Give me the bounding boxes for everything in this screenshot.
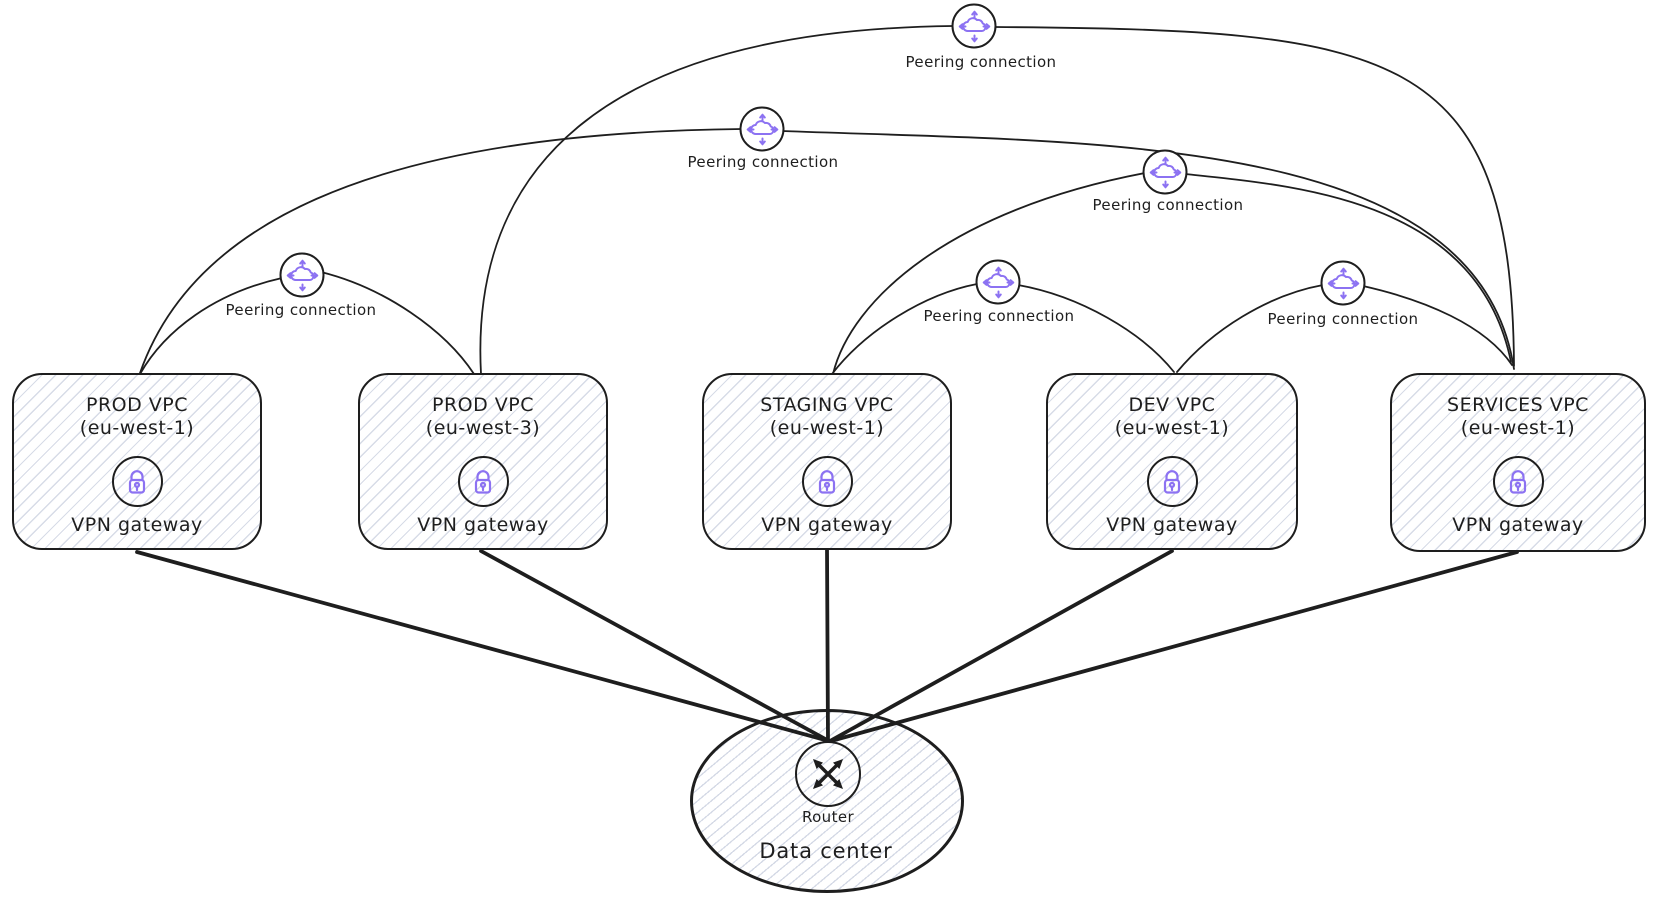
vpn-gateway-label: VPN gateway: [1106, 514, 1238, 536]
vpn-connector[interactable]: [828, 549, 1174, 743]
vpn-connector[interactable]: [479, 549, 831, 743]
vpn-gateway-node[interactable]: [457, 456, 509, 507]
vpc-box-prod-eu-west-3[interactable]: PROD VPC (eu-west-3) VPN gateway: [358, 373, 608, 550]
vpn-gateway-node[interactable]: [1492, 456, 1544, 507]
peering-connection-label: Peering connection: [225, 301, 377, 319]
router-node[interactable]: [795, 741, 861, 807]
cloud-arrows-icon: [1149, 156, 1181, 188]
peering-connector[interactable]: [139, 277, 283, 375]
peering-connector[interactable]: [320, 271, 475, 375]
vpn-gateway-node[interactable]: [111, 456, 163, 507]
peering-connector[interactable]: [139, 128, 743, 374]
vpc-box-staging[interactable]: STAGING VPC (eu-west-1) VPN gateway: [702, 373, 952, 550]
peering-connection-label: Peering connection: [687, 153, 839, 171]
vpc-box-dev[interactable]: DEV VPC (eu-west-1) VPN gateway: [1046, 373, 1298, 550]
cloud-arrows-icon: [1327, 267, 1359, 299]
vpc-title: DEV VPC (eu-west-1): [1115, 394, 1229, 440]
vpc-name: PROD VPC: [85, 394, 188, 416]
vpc-name: SERVICES VPC: [1447, 394, 1589, 416]
crossed-arrows-icon: [813, 759, 843, 789]
peering-connector[interactable]: [1017, 284, 1175, 373]
peering-connector[interactable]: [781, 130, 1515, 370]
peering-connection-label: Peering connection: [1267, 310, 1419, 328]
vpn-connector[interactable]: [135, 550, 831, 743]
peering-connector[interactable]: [832, 172, 1146, 375]
peering-connector[interactable]: [1176, 284, 1324, 373]
vpc-region: (eu-west-1): [79, 417, 195, 439]
peering-connector[interactable]: [831, 283, 978, 375]
cloud-arrows-icon: [746, 113, 778, 145]
cloud-arrows-icon: [286, 259, 318, 291]
vpn-gateway-label: VPN gateway: [417, 514, 549, 536]
peering-node[interactable]: [951, 3, 997, 49]
cloud-arrows-icon: [982, 266, 1014, 298]
vpc-region: (eu-west-1): [1460, 417, 1576, 439]
vpc-title: SERVICES VPC (eu-west-1): [1447, 394, 1589, 440]
vpc-region: (eu-west-3): [425, 417, 541, 439]
peering-connection-label: Peering connection: [1092, 196, 1244, 214]
vpc-region: (eu-west-1): [769, 417, 885, 439]
lock-icon: [474, 469, 492, 494]
vpc-title: PROD VPC (eu-west-3): [426, 394, 540, 440]
peering-node[interactable]: [739, 106, 785, 152]
data-center-label: Data center: [759, 839, 893, 863]
lock-icon: [1163, 469, 1181, 494]
vpn-connector[interactable]: [829, 550, 1519, 743]
vpc-box-prod-eu-west-1[interactable]: PROD VPC (eu-west-1) VPN gateway: [12, 373, 262, 550]
peering-connection-label: Peering connection: [905, 53, 1057, 71]
lock-icon: [818, 469, 836, 494]
vpn-gateway-label: VPN gateway: [761, 514, 893, 536]
vpc-box-services[interactable]: SERVICES VPC (eu-west-1) VPN gateway: [1390, 373, 1646, 552]
peering-node[interactable]: [975, 259, 1021, 305]
vpn-gateway-label: VPN gateway: [1452, 514, 1584, 536]
peering-node[interactable]: [279, 252, 325, 298]
vpn-connector[interactable]: [825, 546, 830, 743]
peering-connector[interactable]: [479, 25, 954, 375]
peering-connector[interactable]: [1184, 173, 1512, 363]
peering-connector[interactable]: [1362, 285, 1513, 366]
vpn-gateway-label: VPN gateway: [71, 514, 203, 536]
vpc-name: PROD VPC: [431, 394, 534, 416]
vpc-name: DEV VPC: [1128, 394, 1216, 416]
lock-icon: [128, 469, 146, 494]
vpn-gateway-node[interactable]: [801, 456, 853, 507]
peering-connection-label: Peering connection: [923, 307, 1075, 325]
peering-node[interactable]: [1320, 260, 1366, 306]
vpc-region: (eu-west-1): [1114, 417, 1230, 439]
vpn-gateway-node[interactable]: [1146, 456, 1198, 507]
vpc-name: STAGING VPC: [760, 394, 894, 416]
cloud-arrows-icon: [958, 10, 990, 42]
peering-connector[interactable]: [994, 26, 1515, 367]
vpc-title: STAGING VPC (eu-west-1): [760, 394, 893, 440]
vpc-title: PROD VPC (eu-west-1): [80, 394, 194, 440]
peering-node[interactable]: [1142, 149, 1188, 195]
lock-icon: [1509, 469, 1527, 494]
router-label: Router: [801, 808, 855, 826]
